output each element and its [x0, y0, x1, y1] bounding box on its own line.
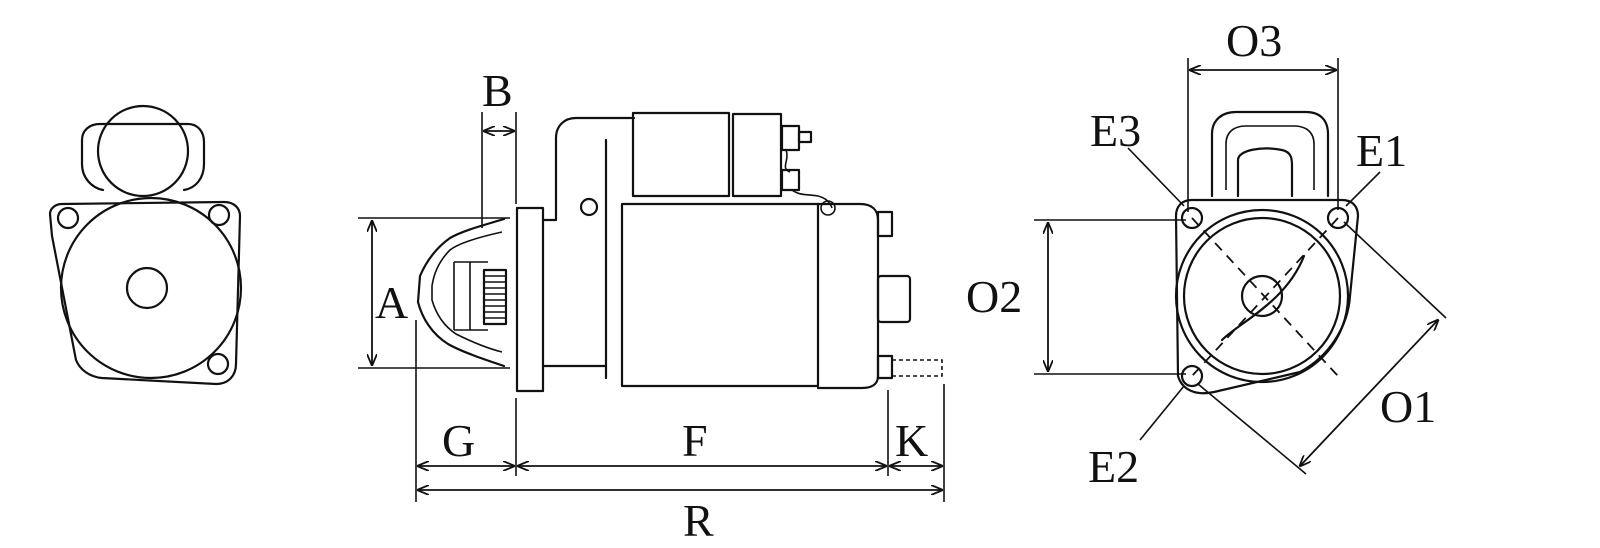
label-e3: E3	[1090, 105, 1141, 156]
side-view-nose-outer	[416, 217, 506, 368]
label-r: R	[683, 495, 714, 546]
label-o1: O1	[1380, 381, 1436, 432]
label-b: B	[482, 65, 513, 116]
dim-o3-extension-lines	[1187, 58, 1339, 212]
side-view-pinion-teeth	[484, 275, 506, 319]
dim-o1-arrow	[1300, 320, 1438, 466]
side-view-nose-inner	[431, 231, 503, 353]
rear-view-shaft-circle	[1240, 274, 1284, 318]
rear-view-body-outer-circle	[1174, 208, 1350, 384]
rear-view	[1127, 110, 1381, 441]
side-view-terminal-wire	[784, 149, 791, 173]
leader-e2	[1139, 385, 1185, 441]
dim-o1-extension-lines	[1197, 221, 1447, 475]
side-view-optional-stud	[892, 359, 943, 377]
dim-length-extension-lines	[415, 320, 945, 502]
dim-a-extension-lines	[358, 217, 510, 369]
leader-e1	[1345, 171, 1381, 207]
side-view-lead-wire	[791, 189, 833, 209]
rear-view-bolt-hole-e2	[1180, 364, 1204, 388]
front-view-bolt-hole-tl	[56, 206, 80, 230]
front-view-mounting-flange	[48, 200, 242, 386]
label-e2: E2	[1088, 441, 1139, 492]
side-view-terminal-upper-nut	[797, 130, 813, 144]
front-view-solenoid-housing	[80, 122, 206, 192]
dimension-labels: A B G F K R O1 O2 O3 E1 E2 E3	[375, 15, 1436, 546]
rear-view-bolt-hole-e3	[1180, 206, 1204, 230]
label-e1: E1	[1356, 125, 1407, 176]
front-view-bolt-hole-tr	[207, 203, 231, 227]
rear-view-solenoid-outline	[1210, 110, 1330, 198]
side-view-motor-yoke	[620, 202, 820, 388]
rear-view-brush-plate	[1220, 254, 1306, 342]
side-view-dimensions	[358, 112, 945, 502]
rear-view-solenoid-inner	[1225, 125, 1315, 190]
side-view-rear-bearing	[876, 274, 912, 324]
label-a: A	[375, 277, 408, 328]
side-view-pinion-body	[453, 261, 488, 331]
side-view-flange-plate	[515, 206, 545, 393]
rear-view-mounting-flange	[1174, 198, 1360, 395]
side-view-end-cap	[816, 202, 880, 390]
label-k: K	[895, 415, 928, 466]
side-view-stud-upper	[876, 210, 894, 238]
side-view-terminal-upper	[780, 124, 801, 152]
dim-o2-extension-lines	[1034, 219, 1186, 375]
side-view-housing-hole	[579, 197, 599, 217]
front-view	[48, 104, 243, 386]
side-view-solenoid-body	[631, 111, 731, 198]
label-f: F	[682, 415, 708, 466]
side-view	[416, 111, 943, 393]
rear-view-dimensions	[1034, 58, 1447, 475]
side-view-end-cap-bolt	[820, 200, 836, 216]
front-view-solenoid-circle	[96, 104, 190, 198]
side-view-solenoid-cap	[731, 112, 783, 198]
side-view-stud-lower	[876, 354, 894, 380]
front-view-body-circle	[59, 196, 243, 380]
rear-view-body-inner-circle	[1182, 216, 1342, 376]
side-view-pinion-gear	[482, 268, 508, 326]
label-o2: O2	[966, 271, 1022, 322]
leader-e3	[1127, 147, 1185, 207]
label-g: G	[442, 415, 475, 466]
front-view-shaft-circle	[125, 266, 169, 310]
front-view-bolt-hole-br	[206, 352, 230, 376]
label-o3: O3	[1226, 15, 1282, 66]
dim-b-extension-lines	[481, 112, 517, 228]
side-view-terminal-lower	[780, 168, 801, 192]
rear-view-solenoid-plunger	[1236, 147, 1294, 198]
side-view-drive-housing	[541, 116, 636, 380]
